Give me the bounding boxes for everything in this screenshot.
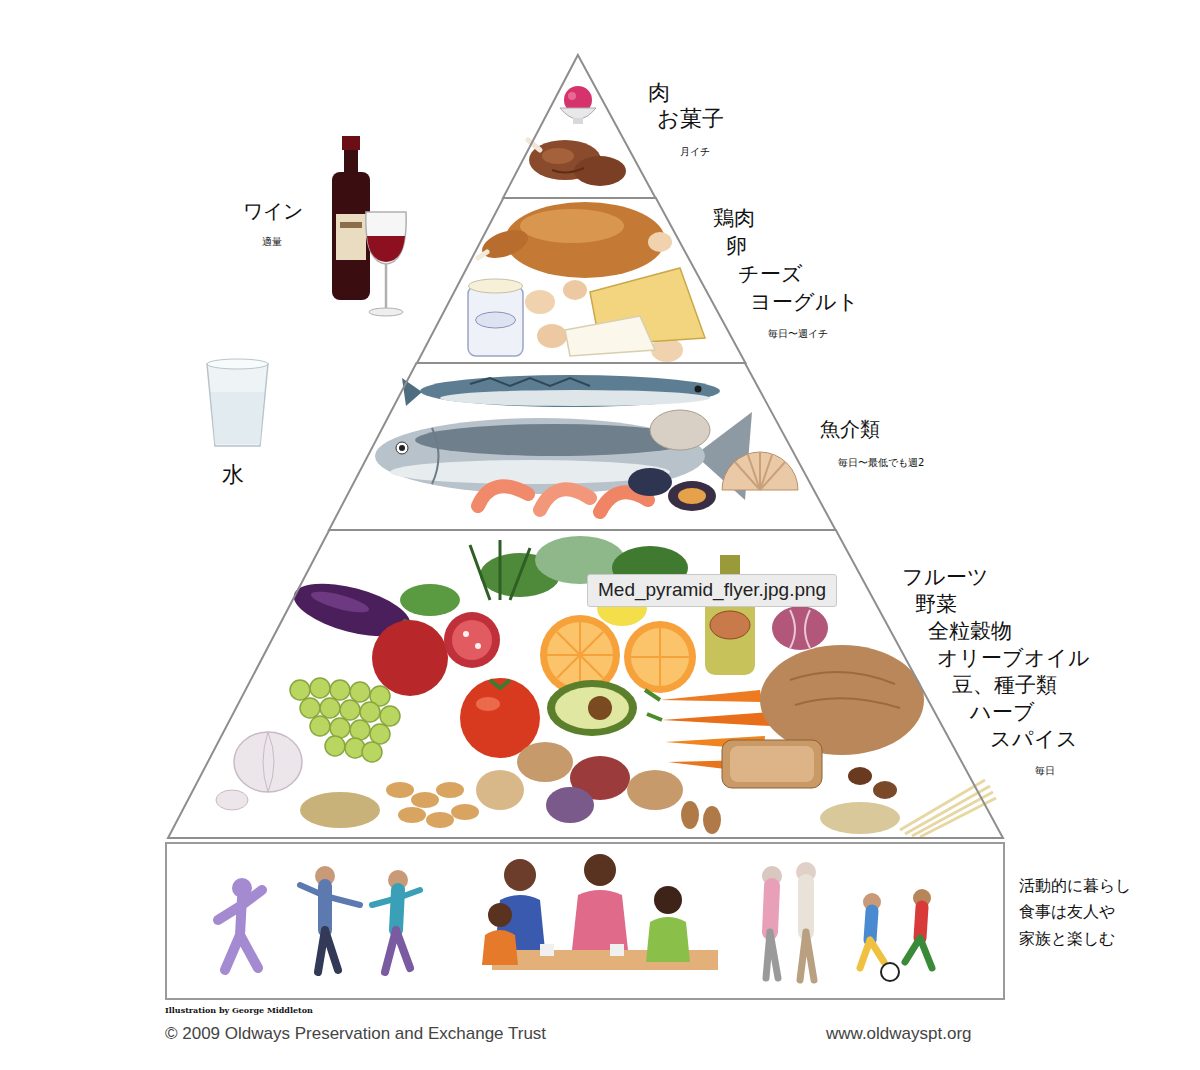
food-group-label: 魚介類	[820, 417, 880, 441]
food-group-label: お菓子	[657, 106, 724, 132]
olive-oil	[705, 555, 755, 675]
tier-outline	[503, 55, 655, 198]
water-label: 水	[222, 462, 244, 488]
food-group-label: オリーブオイル	[937, 646, 1090, 671]
frequency-note: 毎日〜最低でも週2	[838, 457, 924, 469]
copyright-note: © 2009 Oldways Preservation and Exchange…	[165, 1024, 546, 1044]
illustration-credit: Illustration by George Middleton	[165, 1006, 313, 1016]
tomato	[460, 678, 540, 758]
food-group-label: 全粒穀物	[928, 619, 1012, 644]
soccer-kids	[860, 889, 932, 981]
tier-outline	[417, 198, 745, 363]
food-group-label: チーズ	[738, 262, 803, 287]
pyramid-tier: 肉お菓子月イチ	[503, 55, 655, 198]
food-group-label: 肉	[648, 80, 670, 106]
food-group-label: フルーツ	[902, 565, 989, 590]
frequency-note: 月イチ	[680, 146, 710, 158]
file-tooltip: Med_pyramid_flyer.jpg.png	[587, 574, 837, 607]
wine-label: ワイン	[243, 199, 303, 223]
grapes	[290, 678, 400, 762]
pyramid-tier: 鶏肉卵チーズヨーグルト毎日〜週イチ	[417, 198, 745, 363]
water-glass	[207, 359, 268, 446]
food-group-label: 野菜	[915, 592, 957, 617]
garlic	[216, 732, 302, 810]
frequency-note: 毎日	[1035, 765, 1055, 777]
tier-outline	[168, 530, 1003, 838]
pyramid-tier: 魚介類毎日〜最低でも週2	[329, 363, 836, 530]
food-group-label: ヨーグルト	[750, 290, 859, 315]
wine-bottle	[332, 136, 370, 300]
avocado	[547, 680, 637, 736]
family-meal	[482, 854, 718, 970]
food-group-label: ハーブ	[970, 700, 1035, 725]
wine-glass	[366, 212, 406, 316]
tier-outline	[417, 198, 745, 363]
frequency-note: 適量	[262, 236, 282, 248]
lifestyle-note: 活動的に暮らし 食事は友人や 家族と楽しむ	[1019, 873, 1169, 952]
frequency-note: 毎日〜週イチ	[768, 328, 828, 340]
potatoes	[476, 742, 683, 823]
website-url: www.oldwayspt.org	[826, 1024, 972, 1044]
elderly-couple	[762, 862, 816, 980]
tier-outline	[168, 530, 1003, 838]
tier-outline	[329, 363, 836, 530]
pyramid-tier: フルーツ野菜全粒穀物オリーブオイル豆、種子類ハーブスパイス毎日	[168, 530, 1003, 838]
bread	[722, 645, 924, 788]
food-group-label: 卵	[726, 234, 747, 259]
lifestyle-band: 活動的に暮らし 食事は友人や 家族と楽しむ	[165, 842, 1005, 1000]
grains	[300, 780, 996, 837]
roast-chicken	[478, 202, 665, 278]
dancers	[218, 866, 420, 972]
nuts-beans	[386, 767, 897, 834]
shellfish	[628, 410, 798, 511]
mackerel	[402, 375, 720, 407]
sweets-bowl	[560, 86, 596, 124]
yogurt-jar	[468, 279, 523, 356]
food-group-label: 豆、種子類	[952, 673, 1057, 698]
tier-outline	[503, 55, 655, 198]
tier-outline	[329, 363, 836, 530]
meat	[528, 140, 626, 186]
food-group-label: スパイス	[990, 727, 1078, 752]
food-group-label: 鶏肉	[713, 206, 755, 231]
onion	[772, 606, 828, 650]
cheese	[565, 268, 705, 356]
shrimp	[478, 486, 648, 512]
